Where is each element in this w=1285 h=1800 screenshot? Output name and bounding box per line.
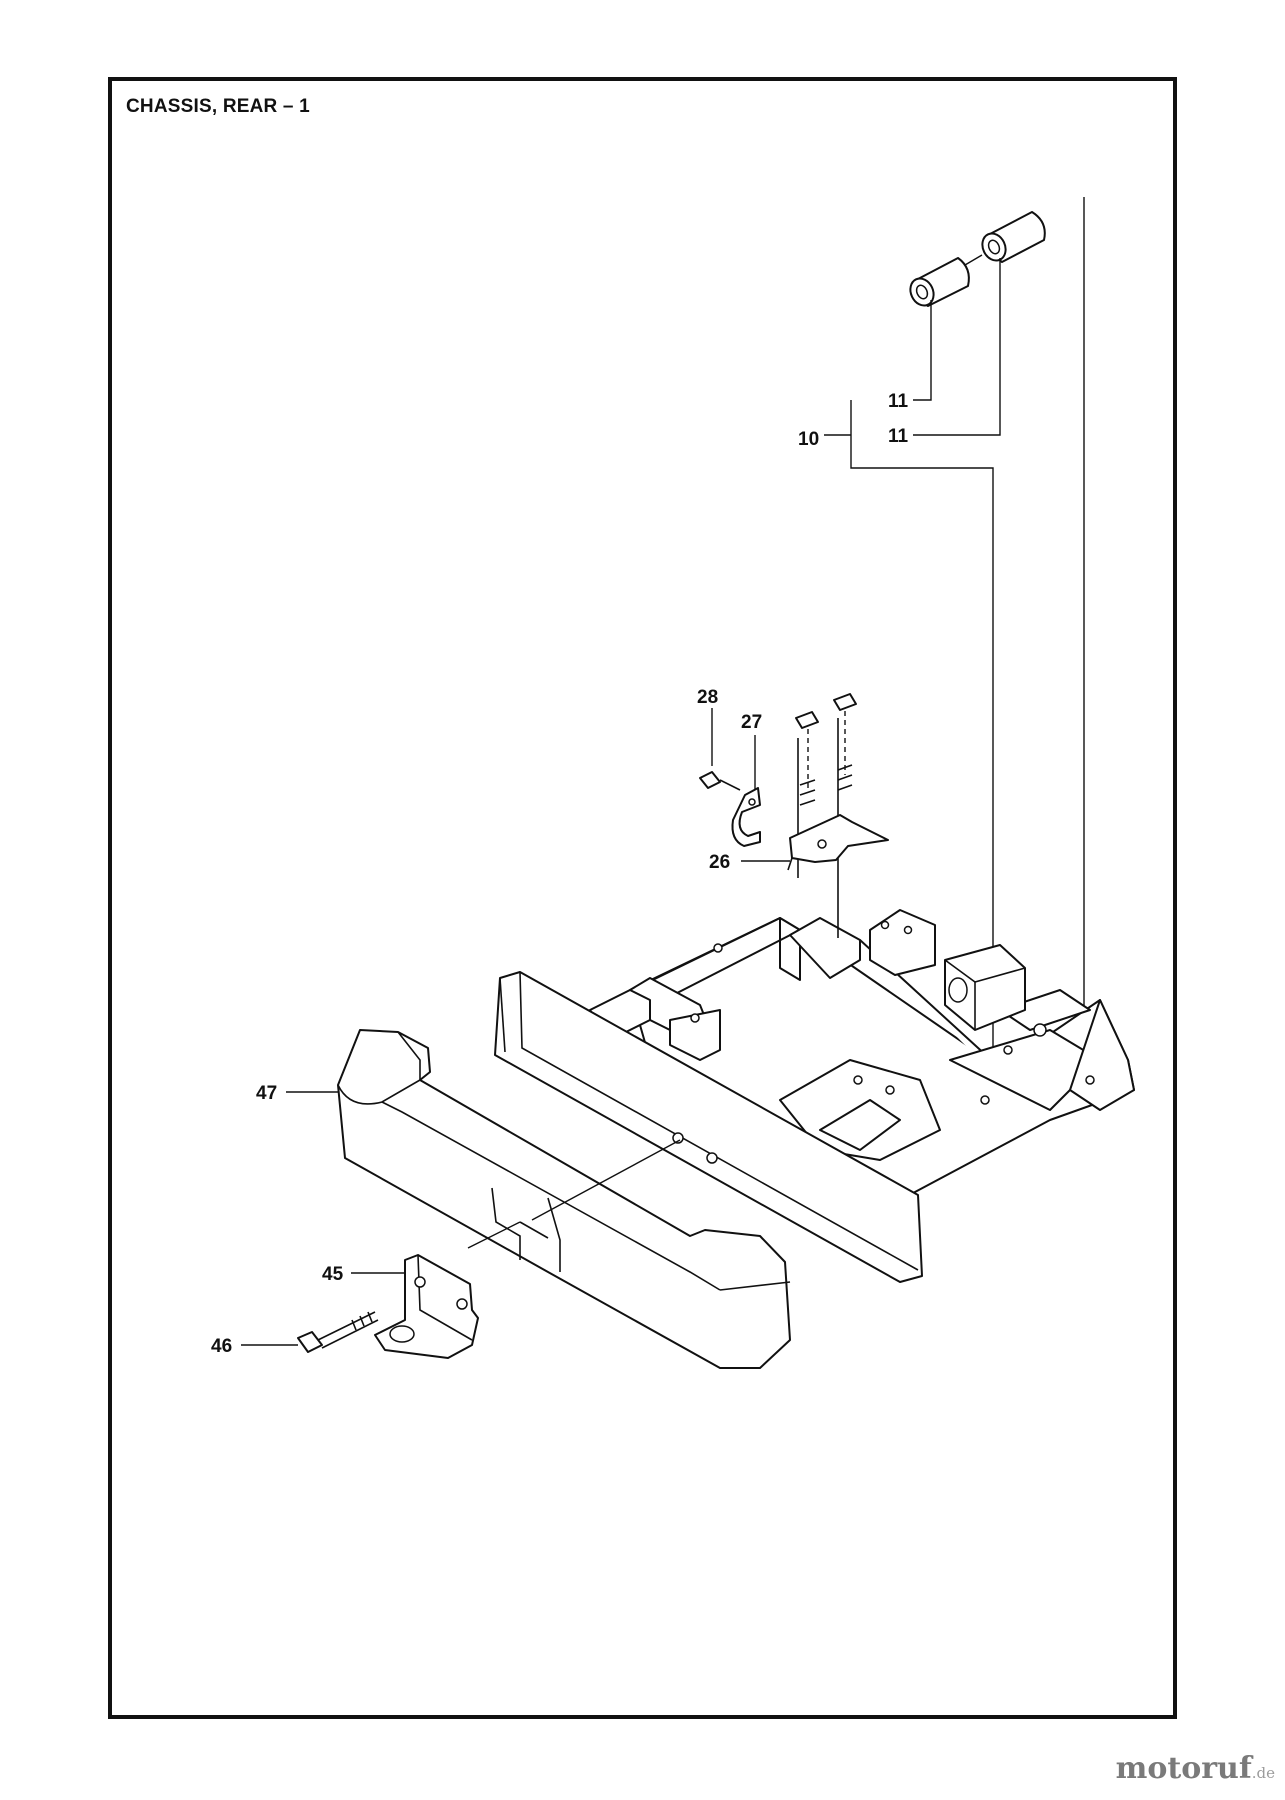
screw (699, 771, 741, 791)
diagram-frame (108, 77, 1177, 1719)
bushing-upper (981, 211, 1046, 263)
watermark-brand: motoruf (1115, 1751, 1252, 1786)
callout-47: 47 (256, 1083, 277, 1104)
hitch-bolt (297, 1311, 379, 1353)
callout-10: 10 (798, 429, 819, 450)
callout-leaders (241, 708, 790, 1346)
leader-lines-10-11 (824, 197, 1085, 1083)
switch-bracket (787, 814, 889, 871)
callout-11-upper: 11 (888, 391, 909, 412)
watermark-tld: .de (1251, 1764, 1275, 1782)
bushing-lower (909, 257, 970, 307)
callout-45: 45 (322, 1264, 344, 1285)
hitch-bracket (374, 1254, 479, 1359)
callout-27: 27 (741, 712, 762, 733)
chassis-bracket-top (869, 909, 936, 976)
diagram-title: CHASSIS, REAR – 1 (126, 96, 310, 117)
wire-clip (731, 787, 761, 847)
rear-beam (494, 971, 923, 1283)
callout-11-lower: 11 (888, 426, 909, 447)
callout-26: 26 (709, 852, 730, 873)
callout-46: 46 (211, 1336, 232, 1357)
watermark-logo: motoruf.de (1116, 1751, 1275, 1786)
bearing-block (944, 944, 1026, 1031)
carriage-bolts (795, 693, 857, 938)
callout-28: 28 (697, 687, 718, 708)
rear-bumper (337, 1029, 791, 1369)
